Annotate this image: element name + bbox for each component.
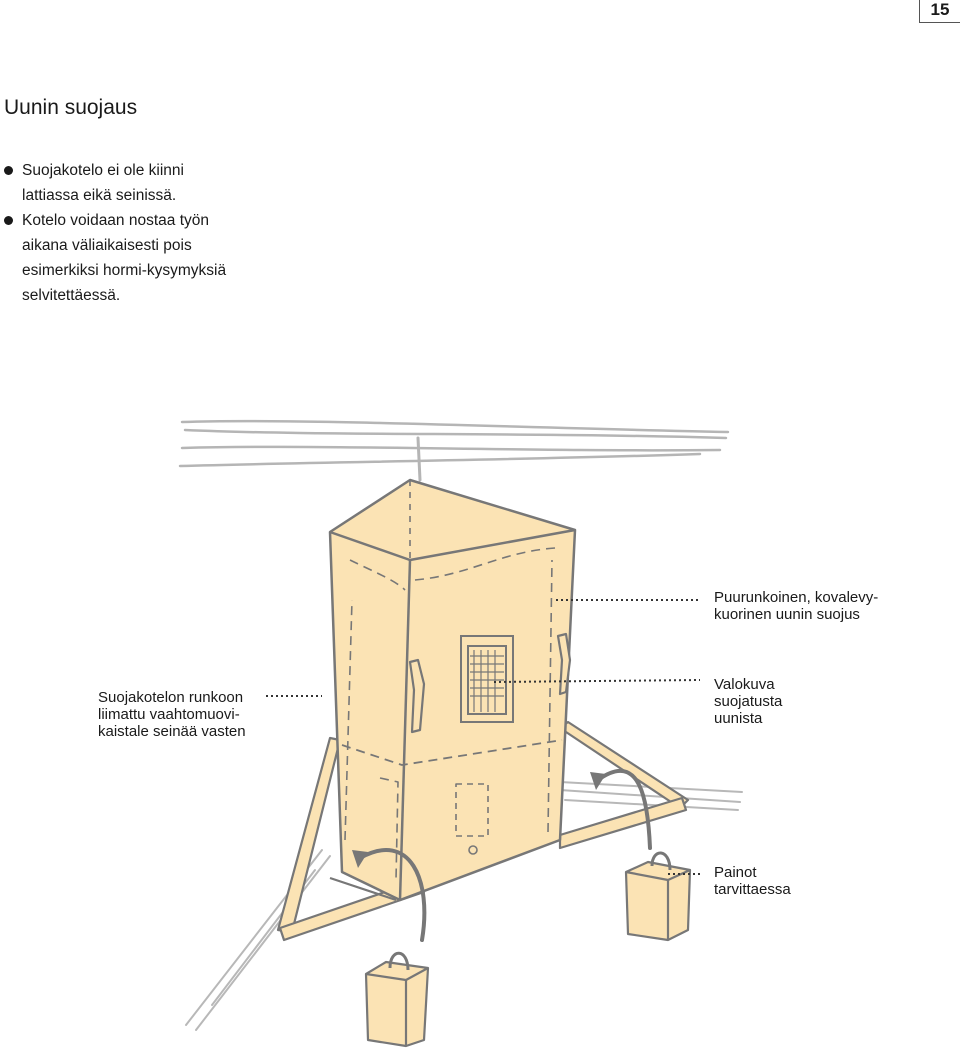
box-body [330,480,575,900]
weight-right [626,853,690,940]
callout-cover: Puurunkoinen, kovalevy- kuorinen uunin s… [714,589,954,623]
photo-window [461,636,513,722]
callout-photo: Valokuva suojatusta uunista [714,676,864,727]
ceiling-sketch [180,421,728,480]
callout-foam-strip: Suojakotelon runkoon liimattu vaahtomuov… [98,689,268,740]
weight-left [366,953,428,1046]
arrow-head-icon [590,772,606,790]
callout-weights: Painot tarvittaessa [714,864,864,898]
